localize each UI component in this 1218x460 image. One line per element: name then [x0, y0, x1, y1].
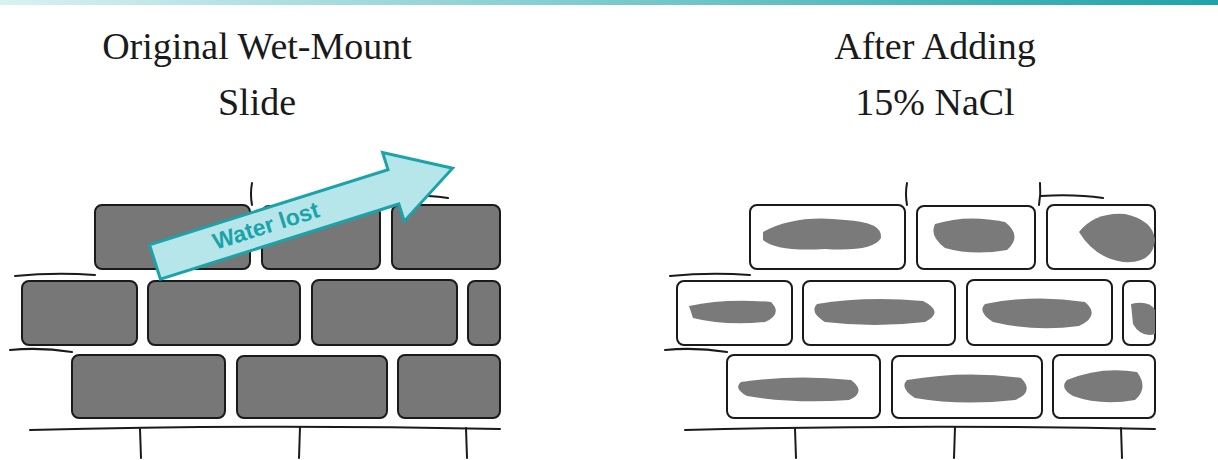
panel-title: After Adding 15% NaCl — [800, 18, 1070, 130]
turgid-cells — [10, 183, 500, 458]
plasmolyzed-cells — [665, 183, 1155, 458]
panel-title: Original Wet-Mount Slide — [97, 18, 417, 130]
water-loss-arrow — [144, 134, 463, 296]
header-bar — [0, 0, 1218, 5]
